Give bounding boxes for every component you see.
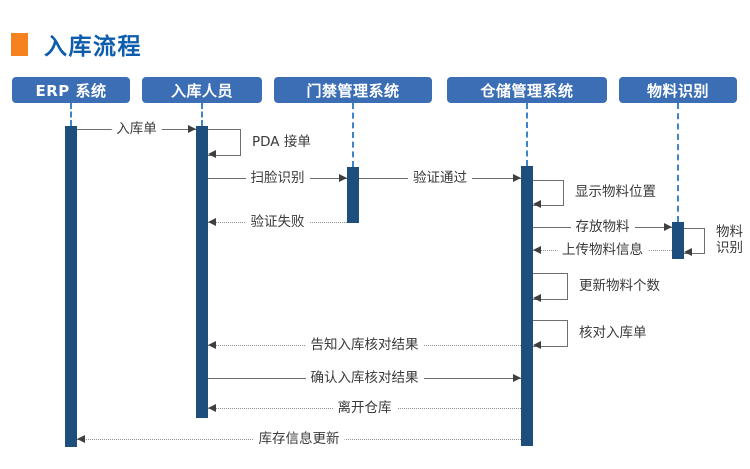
message-arrowhead: [77, 435, 85, 443]
message-arrowhead: [208, 341, 216, 349]
actor-box-access: 门禁管理系统: [274, 77, 432, 103]
message-label: 验证失败: [245, 213, 310, 231]
self-message-loop: [533, 180, 564, 206]
message-label: 存放物料: [570, 218, 635, 236]
message-label: 核对入库单: [577, 324, 649, 341]
message-label: 物料识别: [714, 223, 750, 257]
lifeline-staff: [201, 103, 203, 126]
accent-square: [11, 32, 28, 56]
message-label: PDA 接单: [250, 133, 313, 150]
message-label: 更新物料个数: [577, 277, 662, 294]
self-message-loop: [208, 129, 241, 156]
page-title: 入库流程: [44, 34, 142, 60]
actor-label: 物料识别: [646, 81, 709, 100]
message-label: 显示物料位置: [573, 183, 658, 201]
self-message-loop: [533, 320, 568, 347]
message-arrowhead: [208, 150, 216, 158]
message-arrowhead: [208, 218, 216, 226]
message-arrowhead: [513, 374, 521, 382]
message-arrowhead: [664, 223, 672, 231]
actor-box-staff: 入库人员: [142, 77, 262, 103]
message-label: 告知入库核对结果: [305, 336, 424, 354]
lifeline-erp: [70, 103, 72, 126]
message-arrowhead: [684, 248, 692, 256]
message-label: 验证通过: [408, 169, 472, 187]
actor-box-erp: ERP 系统: [12, 77, 130, 103]
lifeline-wms: [526, 103, 528, 166]
actor-label: ERP 系统: [35, 81, 107, 100]
message-label: 库存信息更新: [253, 430, 345, 448]
message-arrowhead: [533, 341, 541, 349]
message-label: 离开仓库: [332, 399, 397, 417]
message-label: 入库单: [111, 120, 162, 138]
message-arrowhead: [208, 404, 216, 412]
actor-label: 门禁管理系统: [306, 81, 400, 100]
message-label: 确认入库核对结果: [305, 369, 424, 387]
message-arrowhead: [533, 294, 541, 302]
actor-box-material: 物料识别: [619, 77, 737, 103]
activation-bar-wms: [521, 166, 533, 446]
actor-box-wms: 仓储管理系统: [447, 77, 607, 103]
message-arrowhead: [533, 200, 541, 208]
message-label: 扫脸识别: [245, 169, 310, 187]
activation-bar-staff: [196, 126, 208, 418]
lifeline-access: [352, 103, 354, 167]
activation-bar-material: [672, 222, 684, 259]
self-message-loop: [684, 228, 705, 254]
message-arrowhead: [339, 174, 347, 182]
activation-bar-access: [347, 167, 359, 223]
actor-label: 仓储管理系统: [480, 81, 574, 100]
self-message-loop: [533, 273, 568, 300]
message-arrowhead: [513, 174, 521, 182]
message-label: 上传物料信息: [557, 241, 648, 259]
header: 入库流程: [11, 27, 142, 61]
activation-bar-erp: [65, 126, 77, 447]
message-arrowhead: [533, 246, 541, 254]
lifeline-material: [677, 103, 679, 222]
message-arrowhead: [188, 125, 196, 133]
actor-label: 入库人员: [170, 81, 233, 100]
